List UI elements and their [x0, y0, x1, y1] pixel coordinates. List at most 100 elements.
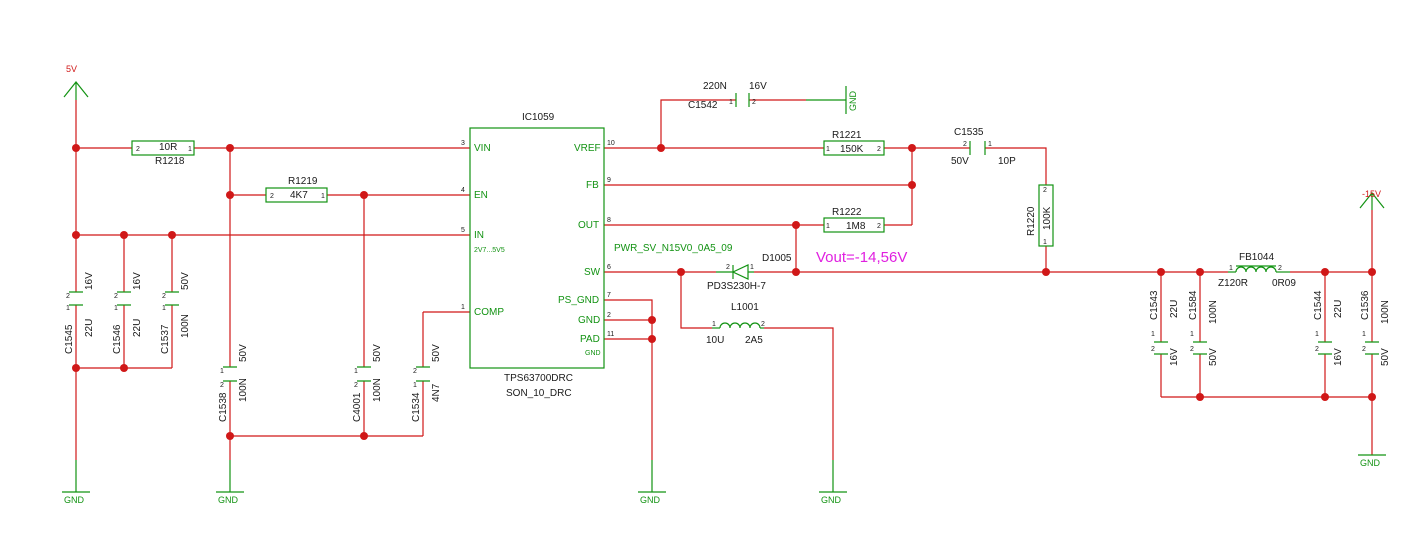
- svg-text:16V: 16V: [1333, 348, 1344, 366]
- svg-text:1: 1: [729, 99, 733, 106]
- capacitor-c1535: C1535 50V 10P 2 1: [951, 127, 1016, 167]
- svg-text:6: 6: [607, 264, 611, 271]
- svg-text:2: 2: [877, 146, 881, 153]
- svg-text:C1544: C1544: [1313, 290, 1324, 320]
- resistor-r1222: 1M8 R1222 1 2: [823, 207, 885, 233]
- svg-text:1: 1: [1229, 265, 1233, 272]
- svg-text:16V: 16V: [749, 81, 767, 92]
- pin-in: IN: [474, 230, 484, 241]
- ic-ref: IC1059: [522, 112, 555, 123]
- diode-ref: D1005: [762, 253, 792, 264]
- svg-text:220N: 220N: [703, 81, 727, 92]
- pin-fb: FB: [586, 180, 599, 191]
- svg-text:22U: 22U: [84, 319, 95, 337]
- svg-text:C1538: C1538: [218, 392, 229, 422]
- svg-text:2: 2: [1362, 346, 1366, 353]
- svg-text:9: 9: [607, 177, 611, 184]
- capacitor-c1536: 1 2 100N 50V C1536: [1360, 290, 1391, 366]
- svg-text:C1542: C1542: [688, 100, 718, 111]
- svg-text:50V: 50V: [238, 344, 249, 362]
- pin-comp: COMP: [474, 307, 504, 318]
- gnd-symbol: GND: [216, 460, 244, 505]
- capacitor-c1542: 220N 16V C1542 1 2: [688, 81, 767, 111]
- gnd-symbol: GND: [819, 460, 847, 505]
- svg-text:4K7: 4K7: [290, 190, 308, 201]
- svg-text:1: 1: [826, 223, 830, 230]
- svg-text:2: 2: [413, 368, 417, 375]
- svg-text:2: 2: [761, 321, 765, 328]
- svg-text:C1536: C1536: [1360, 290, 1371, 320]
- svg-text:GND: GND: [821, 495, 842, 505]
- wires: [75, 99, 1373, 460]
- svg-text:2: 2: [220, 382, 224, 389]
- pin-pad: PAD: [580, 334, 600, 345]
- diode-part: PD3S230H-7: [707, 281, 766, 292]
- diode-d1005: D1005 PD3S230H-7 PWR_SV_N15V0_0A5_09 2 1: [614, 243, 792, 292]
- gnd-symbol: GND: [62, 460, 90, 505]
- svg-text:C1543: C1543: [1149, 290, 1160, 320]
- svg-text:22U: 22U: [132, 319, 143, 337]
- svg-text:R1218: R1218: [155, 156, 185, 167]
- pin-out: OUT: [578, 220, 599, 231]
- svg-text:2: 2: [162, 293, 166, 300]
- svg-text:C1545: C1545: [64, 324, 75, 354]
- pin-psgnd: PS_GND: [558, 295, 599, 306]
- svg-text:GND: GND: [1360, 458, 1381, 468]
- svg-text:10P: 10P: [998, 156, 1016, 167]
- ic-range: 2V7...5V5: [474, 247, 505, 254]
- svg-text:2: 2: [877, 223, 881, 230]
- svg-text:50V: 50V: [180, 272, 191, 290]
- svg-text:100N: 100N: [372, 378, 383, 402]
- resistor-r1219: 4K7 R1219 2 1: [265, 176, 328, 203]
- inductor-l1001: L1001 10U 2A5 1 2: [706, 302, 765, 346]
- svg-text:GND: GND: [848, 91, 858, 112]
- svg-text:100N: 100N: [238, 378, 249, 402]
- capacitor-c4001: 1 2 50V 100N C4001: [352, 344, 383, 422]
- svg-text:R1219: R1219: [288, 176, 318, 187]
- svg-text:1: 1: [188, 146, 192, 153]
- svg-text:100K: 100K: [1042, 206, 1053, 230]
- svg-text:2: 2: [1278, 265, 1282, 272]
- svg-text:1: 1: [1190, 331, 1194, 338]
- resistor-r1221: 150K R1221 1 2: [823, 130, 885, 156]
- resistor-r1220: 100K R1220 2 1: [1026, 184, 1054, 247]
- svg-text:1: 1: [114, 305, 118, 312]
- capacitor-c1543: 1 2 22U 16V C1543: [1149, 290, 1180, 366]
- svg-text:2: 2: [136, 146, 140, 153]
- svg-text:GND: GND: [640, 495, 661, 505]
- svg-text:R1220: R1220: [1026, 206, 1037, 236]
- net-minus15v-label: -15V: [1362, 189, 1381, 199]
- capacitor-c1584: 1 2 100N 50V C1584: [1188, 290, 1219, 366]
- svg-text:C1534: C1534: [411, 392, 422, 422]
- svg-text:R1221: R1221: [832, 130, 862, 141]
- svg-text:1: 1: [354, 368, 358, 375]
- svg-text:R1222: R1222: [832, 207, 862, 218]
- gnd-symbol: GND: [1358, 454, 1386, 468]
- svg-text:50V: 50V: [431, 344, 442, 362]
- svg-text:2: 2: [354, 382, 358, 389]
- svg-text:1: 1: [413, 382, 417, 389]
- pin-gnd: GND: [578, 315, 600, 326]
- capacitor-c1534: 2 1 50V 4N7 C1534: [411, 344, 442, 422]
- svg-text:FB1044: FB1044: [1239, 252, 1274, 263]
- net-5v: 5V: [63, 64, 89, 100]
- svg-text:10R: 10R: [159, 142, 177, 153]
- gnd-symbol: GND: [638, 460, 666, 505]
- svg-text:2: 2: [607, 312, 611, 319]
- capacitor-c1537: 2 1 50V 100N C1537: [160, 272, 191, 354]
- svg-text:2: 2: [1190, 346, 1194, 353]
- pin-sw: SW: [584, 267, 601, 278]
- svg-text:50V: 50V: [372, 344, 383, 362]
- svg-text:C1584: C1584: [1188, 290, 1199, 320]
- svg-text:2A5: 2A5: [745, 335, 763, 346]
- capacitor-c1546: 2 1 16V 22U C1546: [112, 272, 143, 354]
- ic-part: TPS63700DRC: [504, 373, 573, 384]
- pin-pad-gnd: GND: [585, 350, 601, 357]
- svg-text:2: 2: [752, 99, 756, 106]
- pin-en: EN: [474, 190, 488, 201]
- svg-text:4: 4: [461, 187, 465, 194]
- svg-text:C1537: C1537: [160, 324, 171, 354]
- svg-text:2: 2: [726, 264, 730, 271]
- svg-text:1: 1: [1315, 331, 1319, 338]
- svg-text:2: 2: [66, 293, 70, 300]
